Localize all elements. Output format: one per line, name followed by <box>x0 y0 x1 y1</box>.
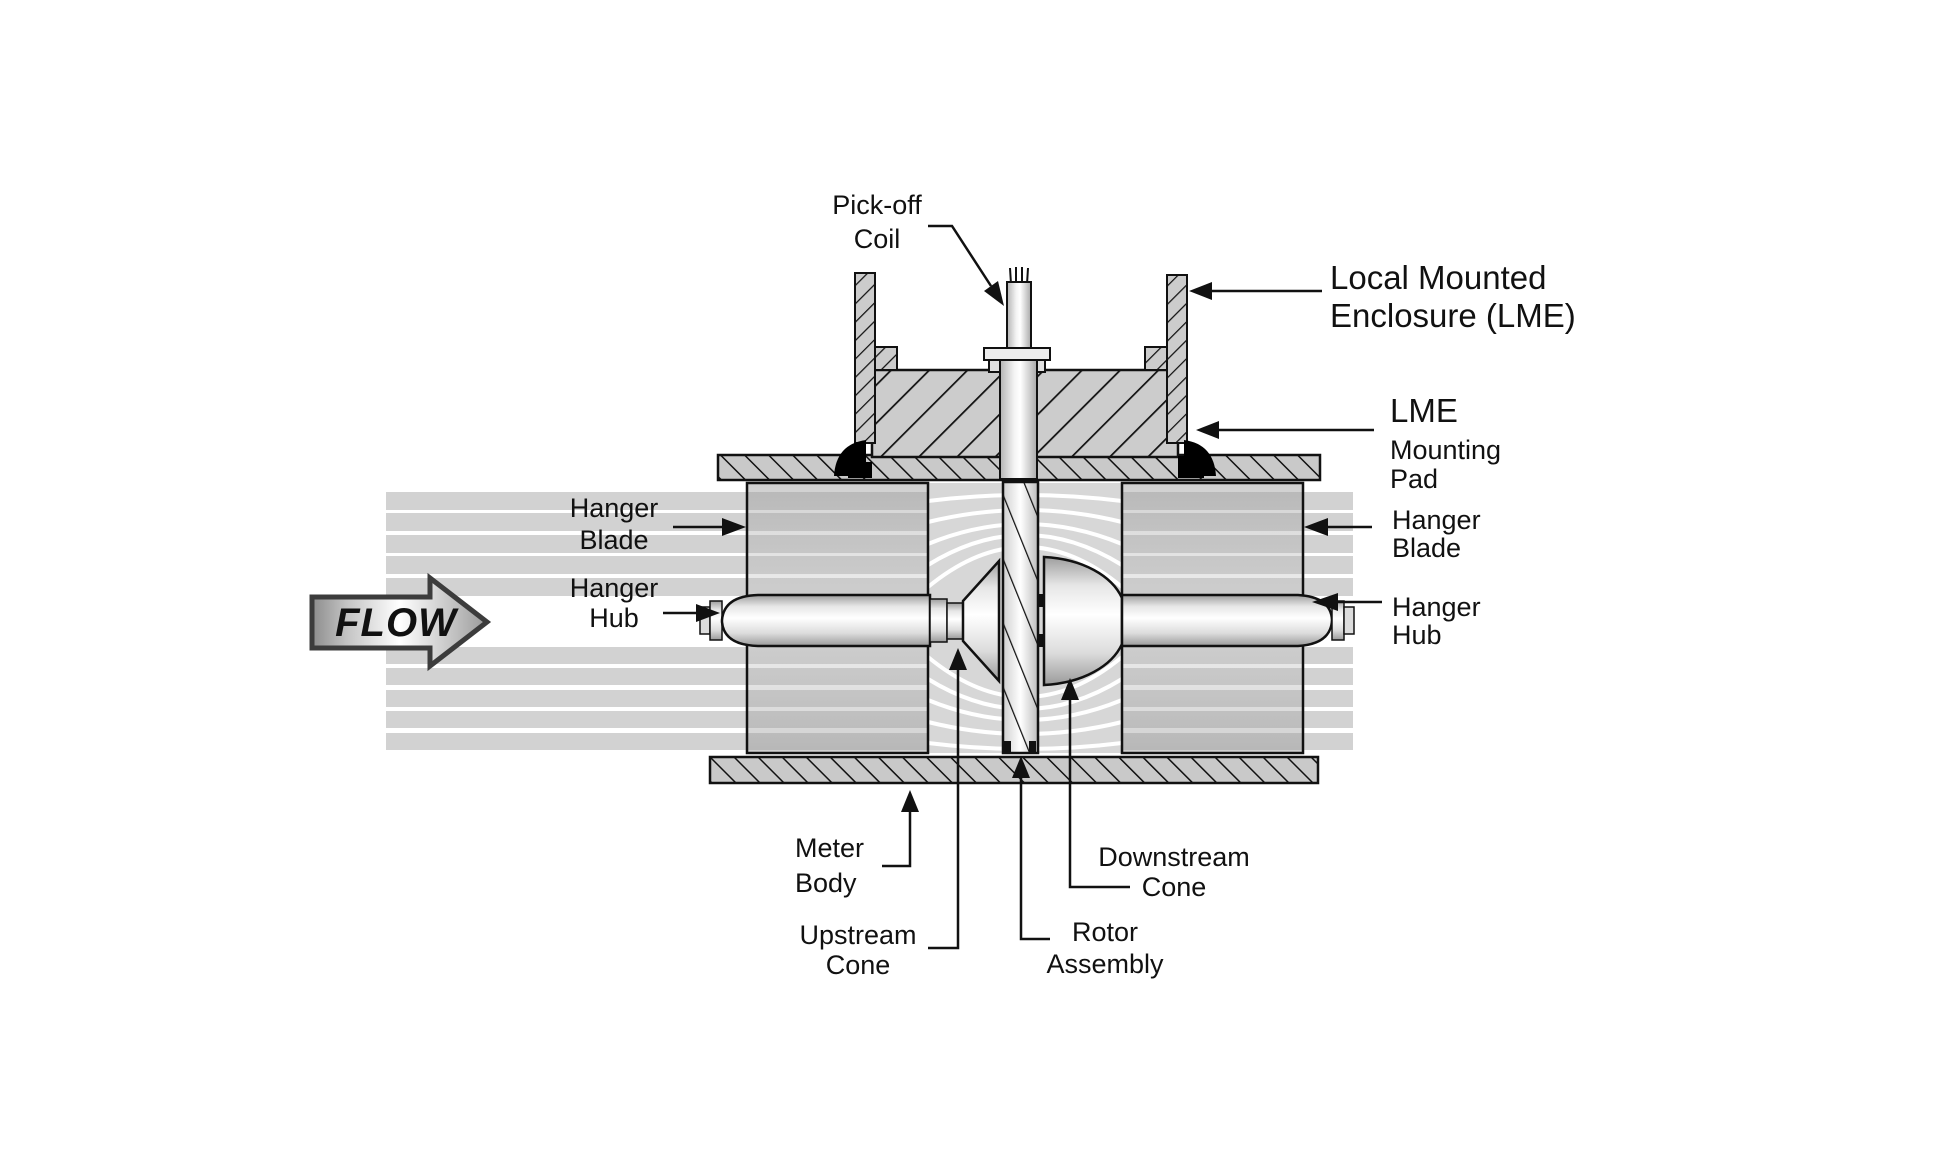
hub-left-neck2 <box>946 602 964 640</box>
flow-label: FLOW <box>335 601 459 645</box>
rotor-assembly-arrowhead <box>1012 756 1030 778</box>
label-hanger-hub-left-1: Hanger <box>570 573 659 603</box>
hanger-hub-left-arrowhead <box>696 604 720 622</box>
lme-enclosure-arrowhead <box>1189 282 1212 300</box>
label-hanger-blade-right-1: Hanger <box>1392 505 1481 535</box>
label-lme-pad-1: LME <box>1390 392 1458 429</box>
leader-lines <box>663 224 1382 950</box>
upstream-cone-part <box>961 557 1001 685</box>
pickoff-coil-arrowhead <box>984 281 1004 306</box>
rotor-assembly-leader <box>1019 776 1050 941</box>
flow-arrow-shape <box>309 572 492 672</box>
rotor-strip <box>1001 480 1040 755</box>
label-hanger-hub-right-2: Hub <box>1392 620 1442 650</box>
label-upstream-cone-1: Upstream <box>799 920 916 950</box>
label-meter-body-2: Body <box>795 868 857 898</box>
label-hanger-blade-left-2: Blade <box>579 525 648 555</box>
hanger-hub-right-part <box>1120 593 1355 648</box>
lme-wall-left <box>854 272 898 444</box>
hub-left-body <box>720 593 932 648</box>
label-downstream-cone-2: Cone <box>1142 872 1207 902</box>
label-pickoff-coil-2: Coil <box>854 224 901 254</box>
label-upstream-cone-2: Cone <box>826 950 891 980</box>
pick-off-coil-assembly <box>983 267 1051 480</box>
label-downstream-cone-1: Downstream <box>1098 842 1250 872</box>
coil-lower-tube <box>999 359 1038 480</box>
hub-right-body <box>1120 593 1334 648</box>
label-lme-pad-2: Mounting <box>1390 435 1501 465</box>
coil-collar-outer <box>983 347 1051 361</box>
upstream-cone-arrowhead <box>949 648 967 670</box>
labels: Pick-off Coil Local Mounted Enclosure (L… <box>570 190 1576 980</box>
label-hanger-hub-right-1: Hanger <box>1392 592 1481 622</box>
coil-upper-tube <box>1006 281 1032 355</box>
hub-left-neck1 <box>929 598 948 643</box>
lme-pad-arrowhead <box>1196 421 1219 439</box>
meter-body-bottom-plate <box>708 755 1320 785</box>
downstream-cone-leader <box>1068 698 1130 889</box>
weld-fillets <box>834 440 1216 478</box>
hanger-blade-right-arrowhead <box>1304 518 1328 536</box>
meter-body-arrowhead <box>901 790 919 812</box>
label-lme-enclosure-2: Enclosure (LME) <box>1330 297 1576 334</box>
hub-left-bolt-head <box>709 600 723 641</box>
upstream-cone-leader <box>928 668 960 950</box>
label-lme-enclosure-1: Local Mounted <box>1330 259 1546 296</box>
label-hanger-blade-left-1: Hanger <box>570 493 659 523</box>
pickoff-coil-leader <box>928 224 993 287</box>
label-rotor-assembly-1: Rotor <box>1072 917 1138 947</box>
hub-right-bolt-tip <box>1343 606 1355 635</box>
label-hanger-blade-right-2: Blade <box>1392 533 1461 563</box>
hanger-hub-right-arrowhead <box>1312 593 1338 611</box>
label-pickoff-coil-1: Pick-off <box>832 190 922 220</box>
label-rotor-assembly-2: Assembly <box>1046 949 1164 979</box>
hanger-blade-left-arrowhead <box>722 518 746 536</box>
hanger-hub-left-part <box>699 557 1001 685</box>
lme-wall-right <box>1144 274 1188 444</box>
label-hanger-hub-left-2: Hub <box>589 603 639 633</box>
label-meter-body-1: Meter <box>795 833 864 863</box>
downstream-cone-arrowhead <box>1061 678 1079 700</box>
meter-body-leader <box>882 810 912 868</box>
flow-arrow: FLOW <box>309 572 492 672</box>
label-lme-pad-3: Pad <box>1390 464 1438 494</box>
